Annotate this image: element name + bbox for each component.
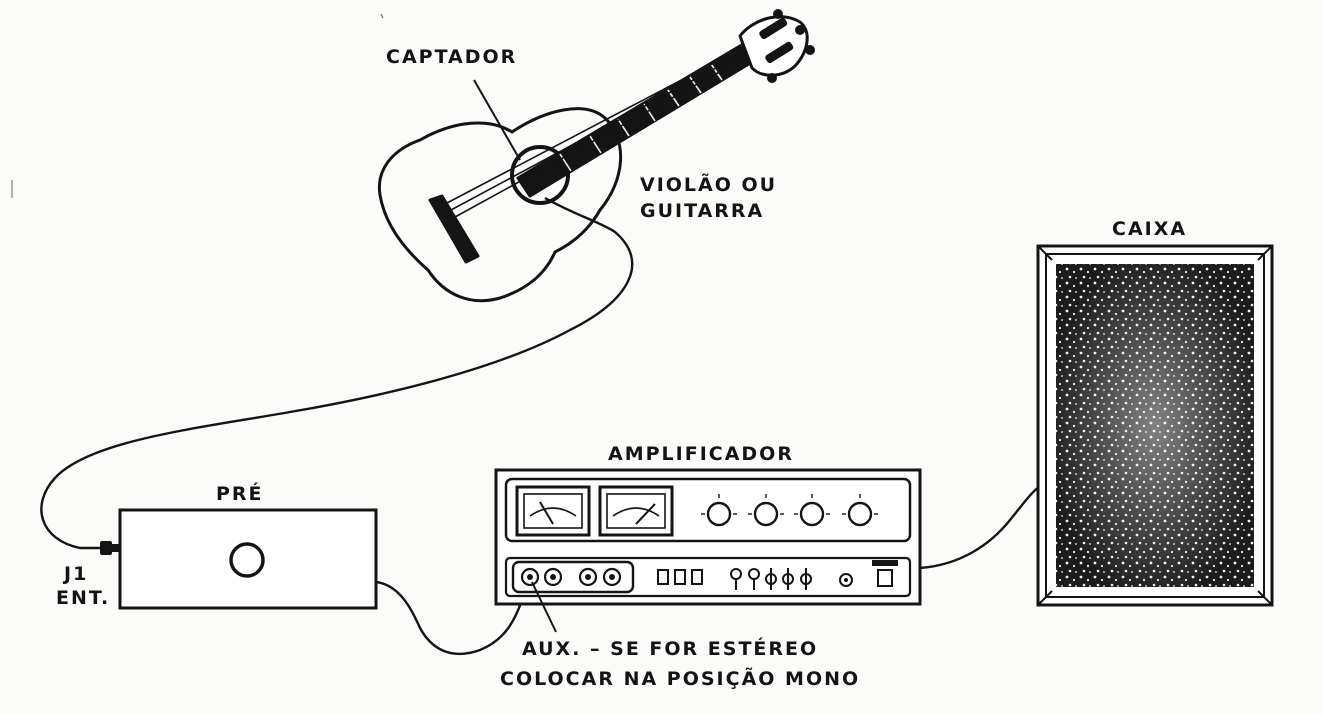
label-aux-line2: COLOCAR NA POSIÇÃO MONO [500,668,861,690]
label-captador: CAPTADOR [386,46,518,68]
label-caixa: CAIXA [1112,218,1188,240]
power-switch [877,569,893,587]
cable-guitar-to-pre [40,196,634,550]
label-violao-line1: VIOLÃO OU [640,174,778,196]
guitar-body [377,107,623,303]
amp-knobs [706,501,873,527]
label-amplificador: AMPLIFICADOR [608,443,794,465]
preamp-box [118,508,378,610]
label-violao-line2: GUITARRA [640,200,765,222]
knob-ticks [701,494,878,515]
aux-jacks [520,567,622,587]
captador-leader [473,79,521,161]
label-aux-line1: AUX. – SE FOR ESTÉREO [522,638,819,660]
preamp-knob [229,542,265,578]
aux-leader [531,581,557,633]
jack-j1 [100,541,122,555]
amplifier [494,468,922,606]
label-pre: PRÉ [216,483,264,505]
guitar-tuners [759,9,815,83]
label-j1: J1 [64,563,89,585]
aux-input-panel [511,560,635,594]
guitar-bridge [428,194,480,264]
guitar-soundhole [510,145,570,205]
speaker-cabinet [1036,244,1274,607]
guitar [377,9,815,303]
label-ent: ENT. [56,587,111,609]
amp-push-buttons [657,569,703,585]
guitar-strings [446,43,757,218]
cable-amp-to-speaker [919,480,1047,570]
amp-sliders [730,568,812,590]
